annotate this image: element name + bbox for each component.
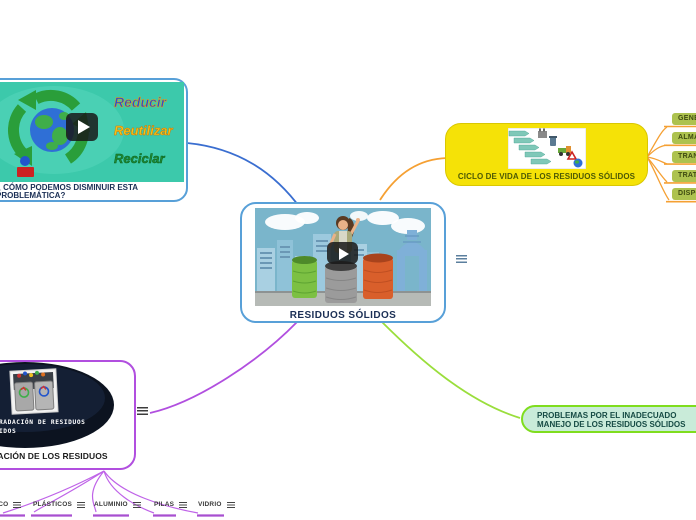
- leaf-menu-icon[interactable]: [179, 501, 188, 508]
- node-problemas-manejo[interactable]: PROBLEMAS POR EL INADECUADO MANEJO DE LO…: [521, 405, 696, 433]
- subtopic-almacenamiento[interactable]: ALMACENAMIENTO: [672, 132, 696, 144]
- leaf-menu-icon[interactable]: [13, 501, 22, 508]
- node-label: ¿ CÓMO PODEMOS DISMINUIR ESTA PROBLEMÁTI…: [0, 183, 138, 200]
- degradacion-image: DEGRADACIÓN DE RESIDUOS SÓLIDOS: [0, 362, 114, 448]
- subtopic-disposicion[interactable]: DISPOSICIÓN FINAL: [672, 188, 696, 200]
- node-label: DEGRADACIÓN DE LOS RESIDUOS: [0, 451, 108, 461]
- leaf-menu-icon[interactable]: [226, 501, 235, 508]
- leaf-label: PILAS: [154, 501, 175, 508]
- leaf-label: VIDRIO: [198, 501, 222, 508]
- node-label: CICLO DE VIDA DE LOS RESIDUOS SÓLIDOS: [457, 172, 636, 181]
- leaf-menu-icon[interactable]: [132, 501, 141, 508]
- play-button-central-video[interactable]: [327, 242, 358, 264]
- leaf-organico[interactable]: ORGÁNICO: [0, 501, 22, 508]
- leaf-label: ORGÁNICO: [0, 501, 9, 508]
- central-topic-residuos-solidos[interactable]: RESIDUOS SÓLIDOS: [240, 202, 446, 323]
- subtopic-transporte[interactable]: TRANSPORTE: [672, 151, 696, 163]
- leaf-pilas[interactable]: PILAS: [154, 501, 188, 508]
- leaf-plasticos[interactable]: PLÁSTICOS: [33, 501, 85, 508]
- central-topic-label: RESIDUOS SÓLIDOS: [289, 310, 397, 321]
- leaf-label: ALUMINIO: [94, 501, 128, 508]
- degradacion-node-menu-icon[interactable]: [137, 407, 148, 415]
- leaf-label: PLÁSTICOS: [33, 501, 72, 508]
- subtopic-generacion[interactable]: GENERACIÓN: [672, 113, 696, 125]
- image-caption-line2: SÓLIDOS: [0, 426, 16, 435]
- lifecycle-diagram-image: [508, 128, 586, 169]
- central-node-menu-icon[interactable]: [456, 255, 467, 263]
- subtopic-tratamiento[interactable]: TRATAMIENTO: [672, 170, 696, 182]
- channel-logo: [17, 156, 34, 177]
- leaf-vidrio[interactable]: VIDRIO: [198, 501, 235, 508]
- play-button-reciclar-video[interactable]: [66, 113, 98, 141]
- leaf-menu-icon[interactable]: [77, 501, 85, 508]
- video-word-reciclar: Reciclar: [114, 151, 166, 166]
- video-word-reducir: Reducir: [114, 94, 168, 110]
- video-word-reutilizar: Reutilizar: [114, 123, 173, 138]
- node-ciclo-de-vida[interactable]: CICLO DE VIDA DE LOS RESIDUOS SÓLIDOS: [445, 123, 648, 186]
- node-label: PROBLEMAS POR EL INADECUADO MANEJO DE LO…: [537, 411, 686, 429]
- leaf-aluminio[interactable]: ALUMINIO: [94, 501, 141, 508]
- image-caption-line1: DEGRADACIÓN DE RESIDUOS: [0, 417, 85, 426]
